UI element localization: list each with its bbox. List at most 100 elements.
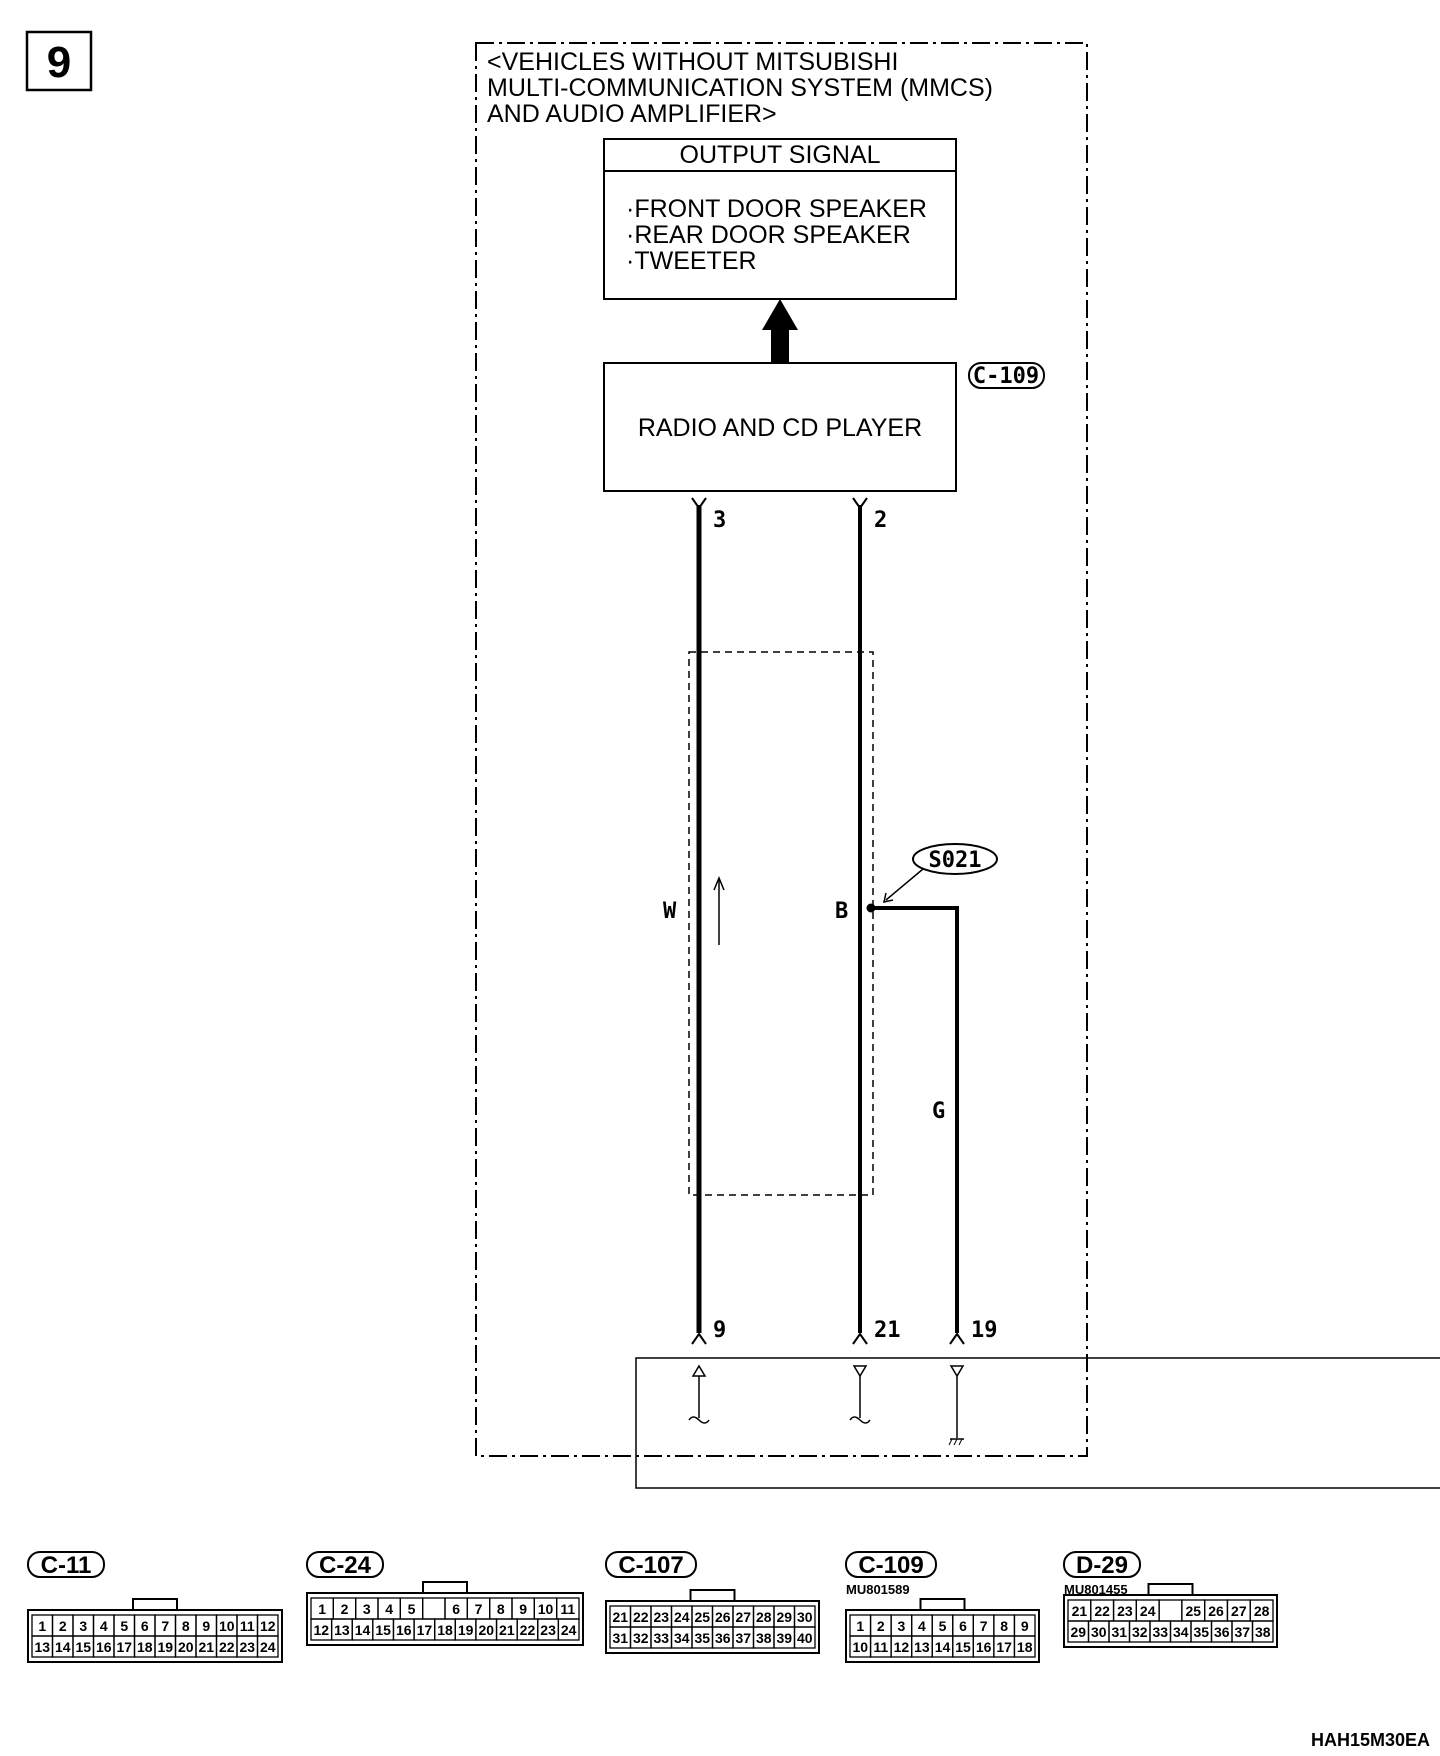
wire-color-label: B bbox=[835, 899, 848, 924]
connector-pin-label: 32 bbox=[633, 1630, 649, 1646]
connector-pin-label: 21 bbox=[499, 1622, 515, 1638]
connector-pin-label: 37 bbox=[735, 1630, 751, 1646]
connector-pin-label: 38 bbox=[1255, 1624, 1271, 1640]
connector-pin-label: 33 bbox=[653, 1630, 669, 1646]
connector-pin-label: 14 bbox=[935, 1639, 951, 1655]
connector-pin-label: 26 bbox=[715, 1609, 731, 1625]
connector-pin-label: 5 bbox=[408, 1601, 416, 1617]
connector-pin-label: 24 bbox=[1140, 1603, 1156, 1619]
connector-tag bbox=[1063, 1551, 1141, 1578]
output-signal-title: OUTPUT SIGNAL bbox=[680, 141, 881, 169]
connector-pin-label: 5 bbox=[120, 1618, 128, 1634]
connector-pin-label: 6 bbox=[141, 1618, 149, 1634]
connector-tag bbox=[27, 1551, 105, 1578]
connector-pin-label: 15 bbox=[955, 1639, 971, 1655]
connector-cavity bbox=[1013, 1635, 1036, 1658]
ground-icon bbox=[948, 1365, 965, 1446]
connector-pin-label: 7 bbox=[161, 1618, 169, 1634]
connector-pin-label: 36 bbox=[1214, 1624, 1230, 1640]
connector-pin-label: 40 bbox=[797, 1630, 813, 1646]
connector-pin-label: 29 bbox=[1070, 1624, 1086, 1640]
connector-lock-tab bbox=[919, 1598, 966, 1611]
connector-part-number: MU801589 bbox=[846, 1582, 910, 1597]
connector-pin-label: 24 bbox=[674, 1609, 690, 1625]
connector-pin-label: 18 bbox=[1017, 1639, 1033, 1655]
connector-pin-label: 8 bbox=[182, 1618, 190, 1634]
pin-fork-icon bbox=[852, 1332, 868, 1345]
connector-pin-label: 17 bbox=[996, 1639, 1012, 1655]
connector-pin-label: 14 bbox=[55, 1639, 71, 1655]
pin-fork-icon bbox=[949, 1332, 965, 1345]
pin-fork-icon bbox=[852, 497, 868, 510]
condition-line-3: AND AUDIO AMPLIFIER> bbox=[487, 100, 777, 128]
output-arrow-icon bbox=[849, 1365, 871, 1424]
connector-pin-label: 23 bbox=[1117, 1603, 1133, 1619]
connector-pin-label: 31 bbox=[1111, 1624, 1127, 1640]
connector-pin-label: 23 bbox=[239, 1639, 255, 1655]
connector-tag bbox=[845, 1551, 937, 1578]
connector-tag-text: C-107 bbox=[618, 1552, 683, 1579]
pin-number: 3 bbox=[713, 508, 726, 533]
connector-pin-label: 19 bbox=[458, 1622, 474, 1638]
connector-pin-label: 35 bbox=[1193, 1624, 1209, 1640]
condition-text: <VEHICLES WITHOUT MITSUBISHI MULTI-COMMU… bbox=[487, 48, 993, 128]
connector-pin-label: 16 bbox=[976, 1639, 992, 1655]
connector-cavity bbox=[422, 1597, 446, 1620]
connector-pin-label: 21 bbox=[198, 1639, 214, 1655]
connector-pin-label: 11 bbox=[240, 1618, 255, 1634]
connector-part-number: MU801455 bbox=[1064, 1582, 1128, 1597]
connector-pin-label: 24 bbox=[561, 1622, 577, 1638]
connector-pin-label: 12 bbox=[314, 1622, 330, 1638]
input-arrow-icon bbox=[688, 1364, 710, 1424]
connector-lock-tab bbox=[689, 1589, 736, 1602]
connector-pin-label: 30 bbox=[797, 1609, 813, 1625]
splice-pointer-icon bbox=[883, 868, 924, 903]
connector-pin-label: 16 bbox=[396, 1622, 412, 1638]
connector-pin-label: 4 bbox=[918, 1618, 926, 1634]
connector-lock-tab bbox=[132, 1598, 178, 1611]
connector-pin-label: 3 bbox=[363, 1601, 371, 1617]
connector-cavity bbox=[1158, 1599, 1183, 1622]
connector-pin-label: 30 bbox=[1091, 1624, 1107, 1640]
connector-pin-label: 6 bbox=[959, 1618, 967, 1634]
connector-pin-label: 39 bbox=[776, 1630, 792, 1646]
connector-pin-label: 35 bbox=[694, 1630, 710, 1646]
pin-number: 19 bbox=[971, 1318, 998, 1343]
condition-line-2: MULTI-COMMUNICATION SYSTEM (MMCS) bbox=[487, 74, 993, 102]
output-signal-box: OUTPUT SIGNAL ·FRONT DOOR SPEAKER ·REAR … bbox=[603, 138, 957, 300]
connector-pin-label: 1 bbox=[318, 1601, 326, 1617]
connector-pin-label: 13 bbox=[914, 1639, 930, 1655]
output-item: ·TWEETER bbox=[626, 247, 757, 275]
connector-pin-label: 15 bbox=[75, 1639, 91, 1655]
connector-pin-label: 25 bbox=[1185, 1603, 1201, 1619]
connector-pin-label: 38 bbox=[756, 1630, 772, 1646]
connector-cavity bbox=[1251, 1620, 1274, 1643]
connector-tag-text: C-11 bbox=[41, 1552, 92, 1579]
connector-pin-label: 23 bbox=[540, 1622, 556, 1638]
connector-pin-label: 6 bbox=[452, 1601, 460, 1617]
connector-pin-label: 11 bbox=[560, 1601, 575, 1617]
connector-lock-tab bbox=[422, 1581, 468, 1594]
condition-line-1: <VEHICLES WITHOUT MITSUBISHI bbox=[487, 48, 898, 76]
connector-pin-label: 15 bbox=[375, 1622, 391, 1638]
connector-tag bbox=[306, 1551, 384, 1578]
connector-pin-label: 12 bbox=[260, 1618, 276, 1634]
connector-pin-label: 29 bbox=[776, 1609, 792, 1625]
radio-cd-player-box: RADIO AND CD PLAYER bbox=[603, 362, 957, 492]
connector-pin-label: 10 bbox=[219, 1618, 235, 1634]
connector-cavity bbox=[557, 1618, 580, 1641]
connector-pin-label: 2 bbox=[341, 1601, 349, 1617]
wire-color-label: G bbox=[932, 1099, 945, 1124]
connector-pin-label: 9 bbox=[1021, 1618, 1029, 1634]
wire-g bbox=[871, 906, 959, 1333]
condition-boundary bbox=[475, 42, 1088, 1457]
connector-pin-label: 16 bbox=[96, 1639, 112, 1655]
connector-pin-label: 36 bbox=[715, 1630, 731, 1646]
connector-pin-label: 13 bbox=[34, 1639, 50, 1655]
lower-component-box bbox=[635, 1357, 1440, 1489]
connector-pin-label: 22 bbox=[520, 1622, 536, 1638]
